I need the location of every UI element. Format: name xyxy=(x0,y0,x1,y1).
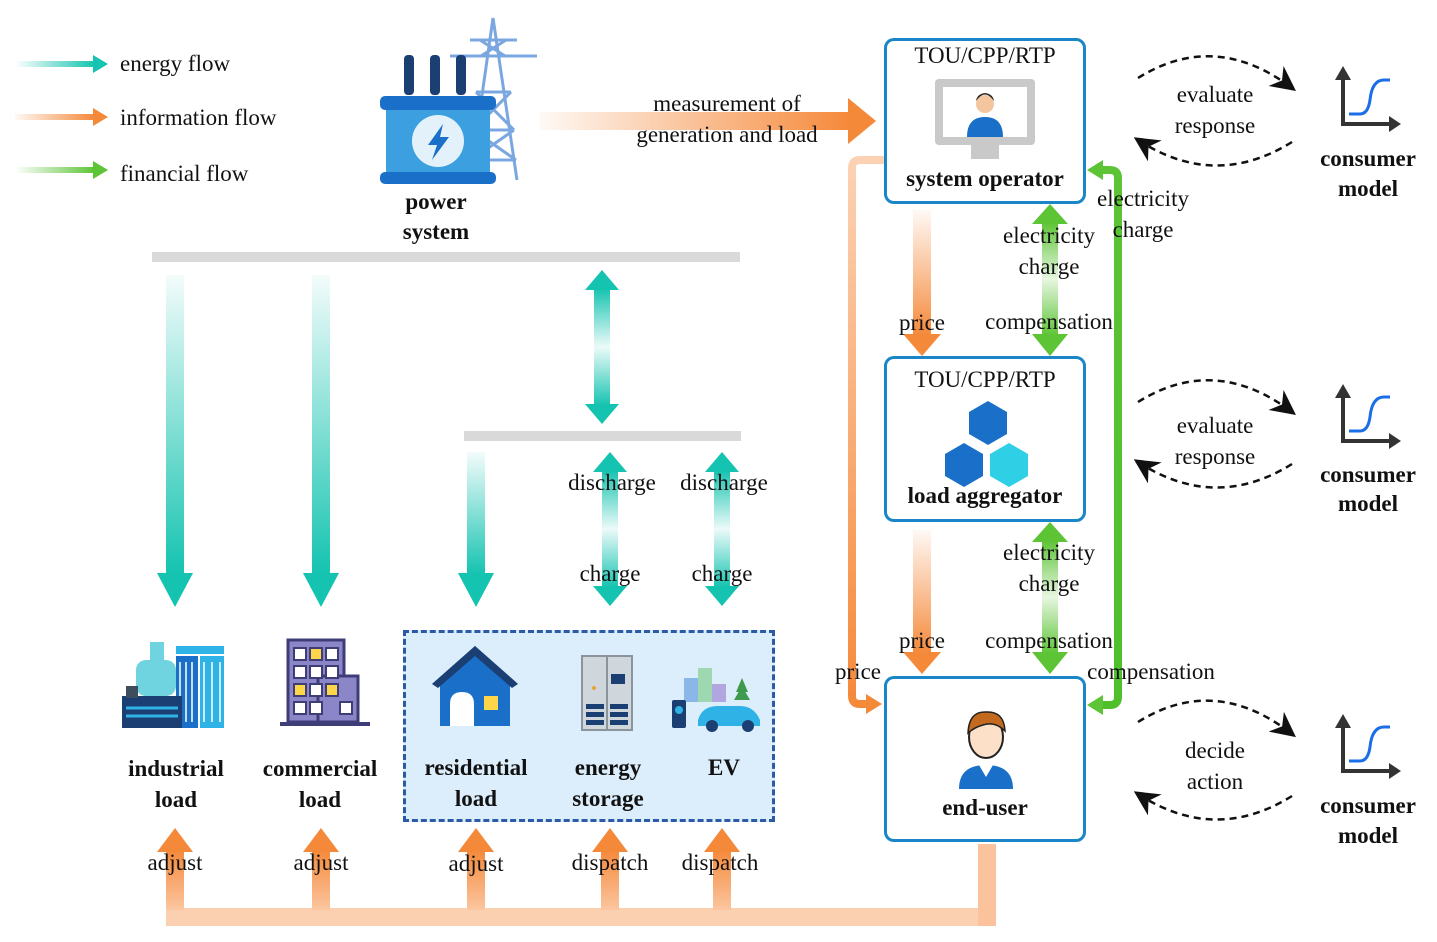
consumer-model-2-line2: model xyxy=(1337,491,1399,516)
consumer-model-3-line1: consumer xyxy=(1320,793,1416,818)
price-arrow-operator-aggregator xyxy=(903,210,941,356)
power-system-label-line2: system xyxy=(402,219,470,244)
loop-label-2-line2: response xyxy=(1174,444,1256,469)
storage-dispatch-label: dispatch xyxy=(571,850,649,875)
loop-label-3-line2: action xyxy=(1186,769,1244,794)
consumer-model-graph-icon xyxy=(1335,714,1401,779)
aggregator-name-label: load aggregator xyxy=(907,483,1063,508)
electricity-charge-label-2-line1: electricity xyxy=(1003,540,1095,565)
monitor-person-icon xyxy=(935,79,1035,159)
commercial-adjust-label: adjust xyxy=(293,850,349,875)
loop-label-1-line1: evaluate xyxy=(1176,82,1254,107)
measurement-label-line2: generation and load xyxy=(636,122,818,147)
electricity-charge-label-1-line2: charge xyxy=(1018,254,1080,279)
measurement-label-line1: measurement of xyxy=(653,91,801,116)
measurement-arrow xyxy=(540,98,876,144)
legend-energy-arrow xyxy=(15,55,108,73)
finance-arrow-aggregator-user xyxy=(1032,522,1068,674)
electricity-charge-label-2-line2: charge xyxy=(1018,571,1080,596)
energy-arrow-residential xyxy=(458,452,494,607)
energy-arrow-ev xyxy=(705,452,739,606)
ev-label: EV xyxy=(708,755,740,780)
load-aggregator-box[interactable] xyxy=(884,356,1086,522)
user-avatar-icon xyxy=(959,711,1013,789)
industrial-load-label-line2: load xyxy=(154,787,198,812)
legend-energy-label: energy flow xyxy=(120,51,231,76)
ev-charge-label: charge xyxy=(691,561,753,586)
system-operator-box[interactable] xyxy=(884,38,1086,204)
electricity-charge-label-1-line1: electricity xyxy=(1003,223,1095,248)
compensation-label-3: compensation xyxy=(1087,659,1215,684)
factory-icon xyxy=(122,642,224,728)
sub-bus xyxy=(464,431,741,441)
commercial-load-label-line2: load xyxy=(298,787,342,812)
storage-discharge-label: discharge xyxy=(568,470,656,495)
electricity-charge-label-3-line2: charge xyxy=(1112,217,1174,242)
residential-load-label-line2: load xyxy=(454,786,498,811)
loop-arrows-operator xyxy=(1133,55,1296,167)
legend-financial-arrow xyxy=(15,161,108,179)
operator-name-label: system operator xyxy=(906,166,1064,191)
power-system-label-line1: power xyxy=(405,189,467,214)
aggregator-pricing-label: TOU/CPP/RTP xyxy=(914,367,1056,392)
storage-charge-label: charge xyxy=(579,561,641,586)
price-label-1: price xyxy=(899,310,945,335)
energy-arrow-commercial xyxy=(303,275,339,607)
energy-storage-label-line1: energy xyxy=(574,755,642,780)
transformer-icon xyxy=(380,55,496,184)
main-bus xyxy=(152,252,740,262)
legend-financial-label: financial flow xyxy=(120,161,249,186)
loop-label-2-line1: evaluate xyxy=(1176,413,1254,438)
energy-arrow-industrial xyxy=(157,275,193,607)
industrial-load-label-line1: industrial xyxy=(128,756,224,781)
consumer-model-1-line2: model xyxy=(1337,176,1399,201)
commercial-load-label-line1: commercial xyxy=(262,756,378,781)
compensation-label-1: compensation xyxy=(985,309,1113,334)
loop-label-3-line1: decide xyxy=(1184,738,1245,763)
building-icon xyxy=(280,638,370,726)
battery-storage-icon xyxy=(581,655,633,731)
ev-charging-icon xyxy=(672,668,760,732)
loop-label-1-line2: response xyxy=(1174,113,1256,138)
energy-arrow-bus-link xyxy=(585,270,619,424)
consumer-model-2-line1: consumer xyxy=(1320,462,1416,487)
energy-storage-label-line2: storage xyxy=(572,786,644,811)
price-arrow-operator-user xyxy=(848,156,884,714)
legend-information-label: information flow xyxy=(120,105,277,130)
hexagon-cluster-icon xyxy=(945,401,1028,487)
energy-arrow-storage xyxy=(593,452,627,606)
end-user-box[interactable] xyxy=(884,676,1086,842)
house-icon xyxy=(432,646,518,726)
price-arrow-aggregator-user xyxy=(903,530,941,674)
price-label-2: price xyxy=(899,628,945,653)
consumer-model-graph-icon xyxy=(1335,66,1401,132)
price-label-3: price xyxy=(835,659,881,684)
residential-load-label-line1: residential xyxy=(424,755,528,780)
consumer-model-graph-icon xyxy=(1335,384,1401,449)
industrial-adjust-label: adjust xyxy=(147,850,203,875)
legend-information-arrow xyxy=(15,108,108,126)
ev-dispatch-label: dispatch xyxy=(681,850,759,875)
ev-discharge-label: discharge xyxy=(680,470,768,495)
operator-pricing-label: TOU/CPP/RTP xyxy=(914,43,1056,68)
residential-adjust-label: adjust xyxy=(448,851,504,876)
control-feedback-line xyxy=(157,828,996,926)
consumer-model-3-line2: model xyxy=(1337,823,1399,848)
finance-arrow-operator-aggregator xyxy=(1032,204,1068,356)
consumer-model-1-line1: consumer xyxy=(1320,146,1416,171)
compensation-label-2: compensation xyxy=(985,628,1113,653)
electricity-charge-label-3-line1: electricity xyxy=(1097,186,1189,211)
end-user-name-label: end-user xyxy=(942,795,1028,820)
finance-arrow-user-operator xyxy=(1087,160,1122,715)
